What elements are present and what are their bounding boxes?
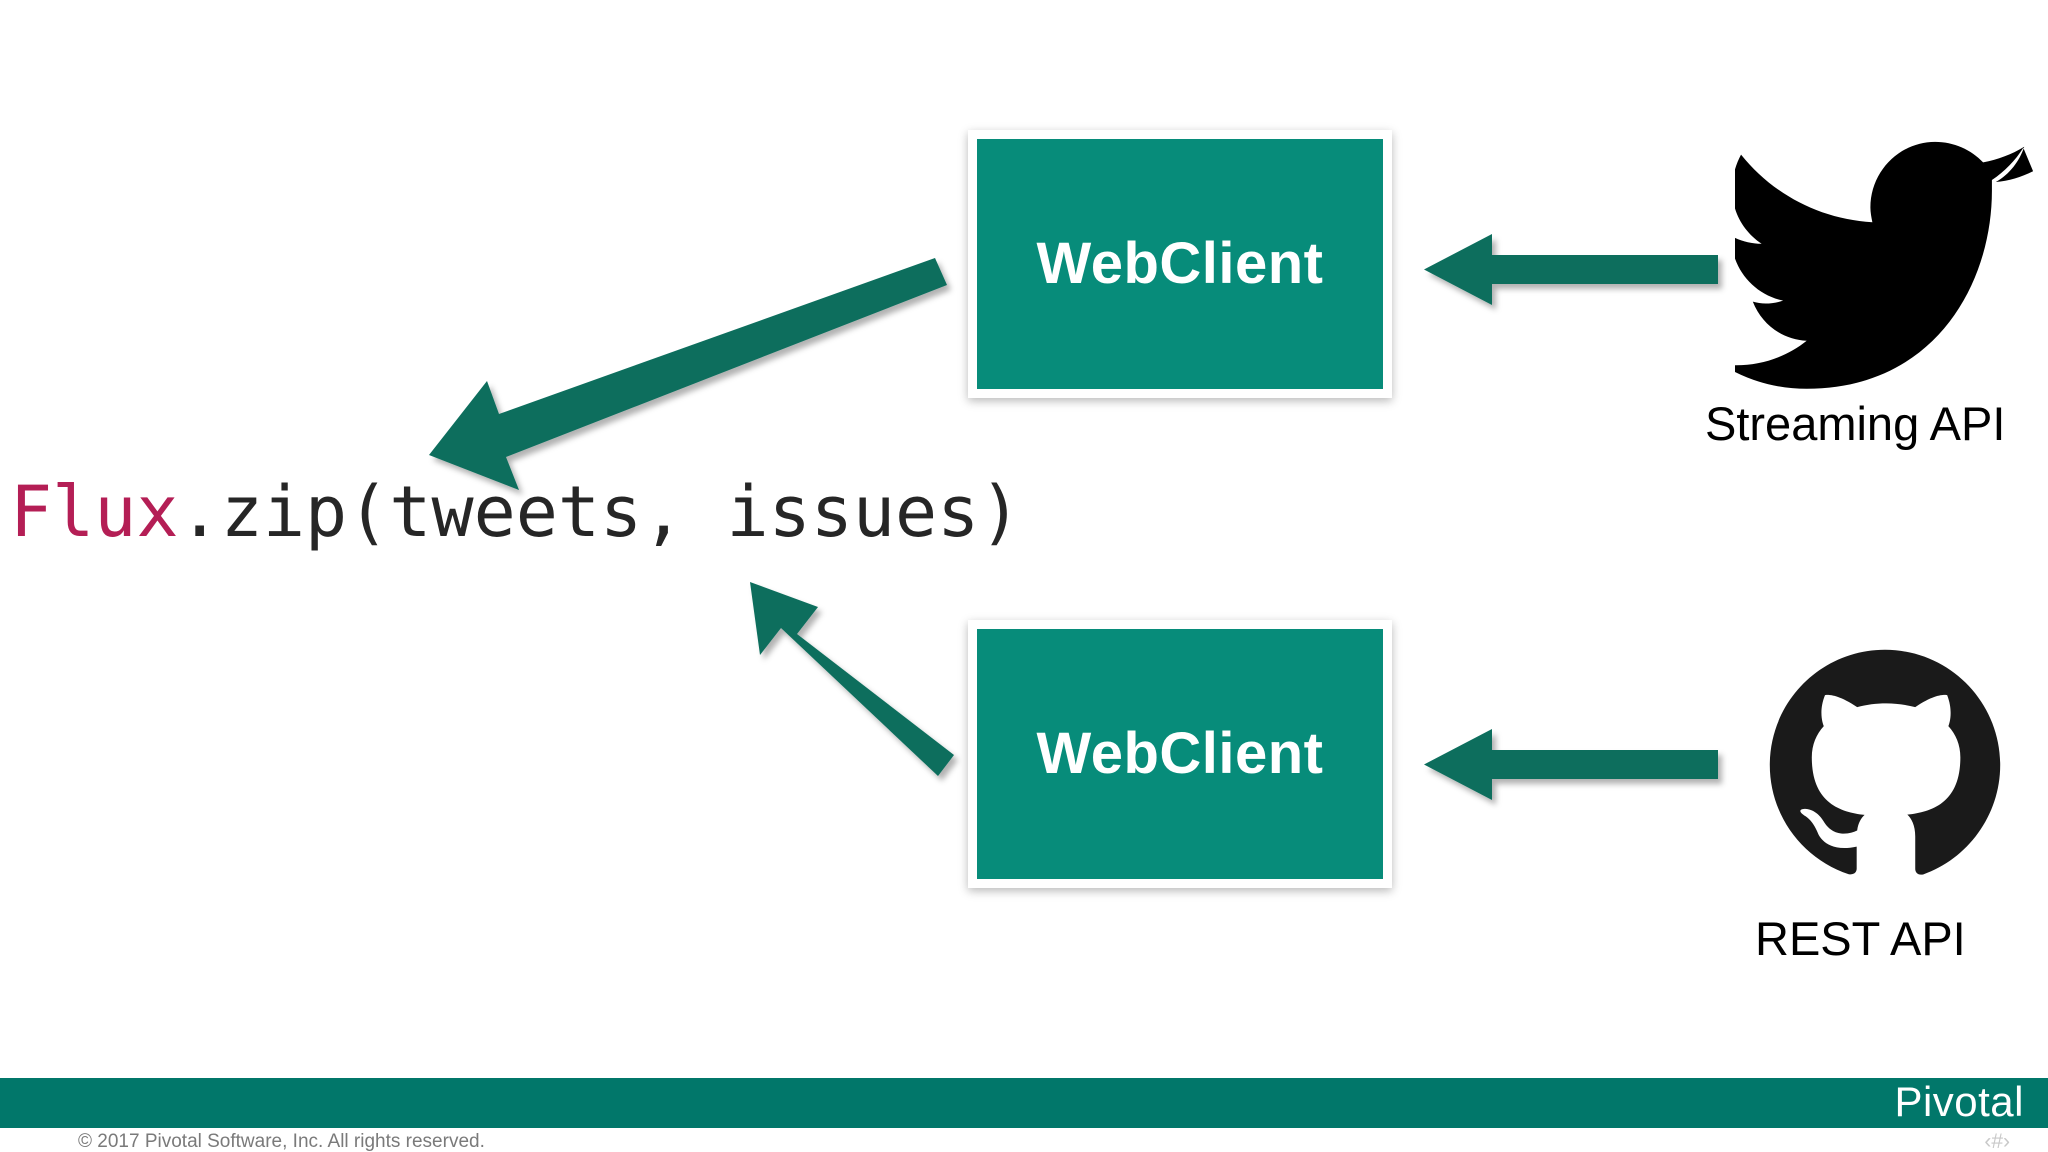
rest-api-label: REST API	[1755, 912, 1966, 965]
copyright-text: © 2017 Pivotal Software, Inc. All rights…	[78, 1131, 485, 1152]
code-remainder: .zip(tweets, issues)	[178, 471, 1022, 553]
arrow-webclient-bottom-to-code	[750, 582, 954, 776]
arrow-twitter-to-webclient	[1424, 234, 1718, 305]
webclient-label-top: WebClient	[1036, 231, 1324, 296]
webclient-box-top[interactable]: WebClient	[968, 130, 1392, 398]
arrow-webclient-top-to-code	[429, 258, 947, 490]
slide-number-placeholder: ‹#›	[1984, 1130, 2010, 1152]
code-expression: Flux.zip(tweets, issues)	[10, 470, 1021, 554]
pivotal-logo: Pivotal	[1894, 1078, 2024, 1125]
github-octocat-icon	[1769, 649, 2001, 875]
code-keyword: Flux	[10, 471, 179, 553]
streaming-api-label: Streaming API	[1705, 397, 2006, 450]
arrow-github-to-webclient	[1424, 729, 1718, 800]
pivotal-wordmark: Pivotal	[1894, 1078, 2024, 1125]
webclient-label-bottom: WebClient	[1036, 721, 1324, 786]
footer-bar	[0, 1078, 2048, 1128]
twitter-bird-icon	[1735, 141, 2034, 389]
webclient-box-bottom[interactable]: WebClient	[968, 620, 1392, 888]
